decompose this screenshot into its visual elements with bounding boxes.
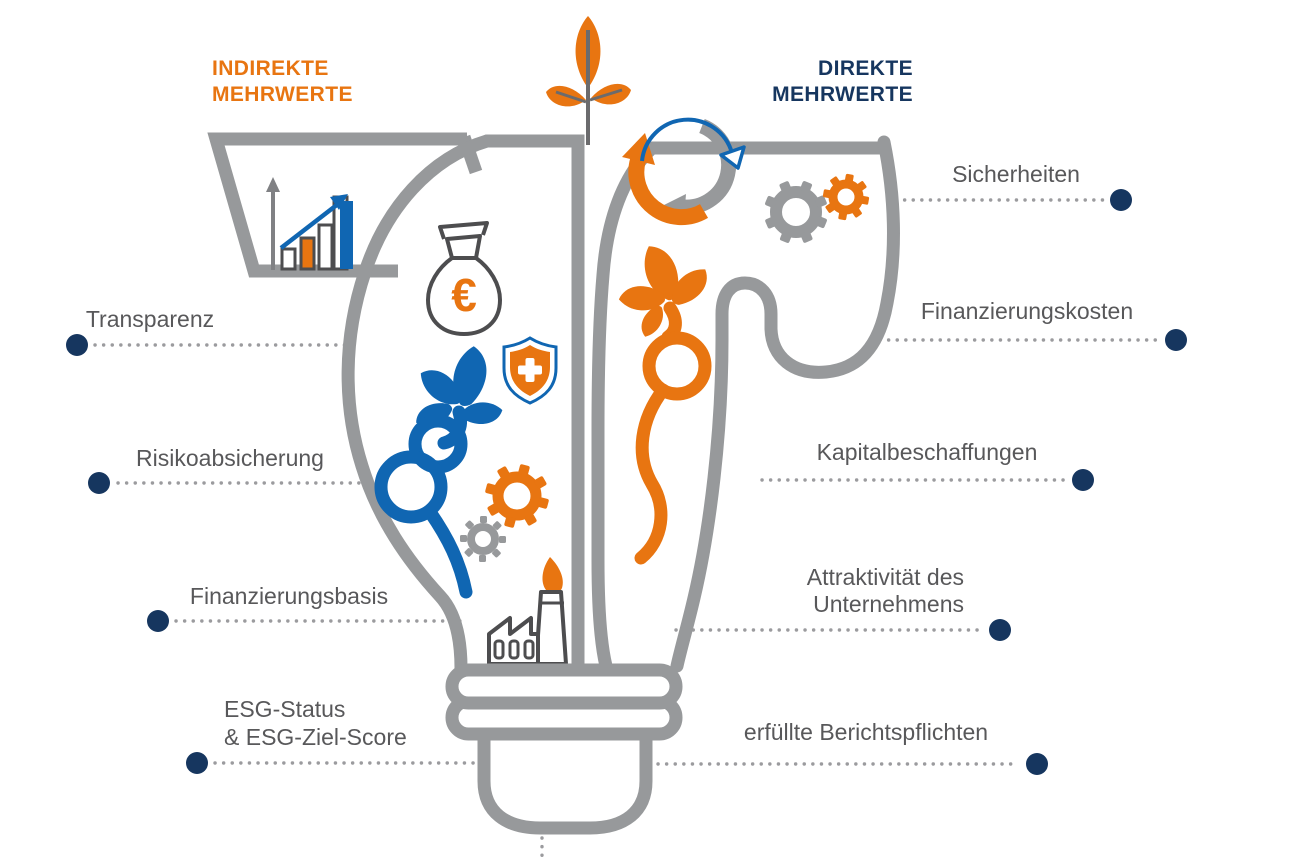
bulb-right-outer-and-hook — [670, 135, 900, 673]
label-sicherheiten: Sicherheiten — [926, 161, 1106, 188]
bulb-right-half — [591, 135, 900, 673]
flower-blue-icon — [374, 343, 504, 599]
growth-bar-chart-icon — [266, 177, 353, 271]
connector-dot-risikoabsicherung — [88, 472, 110, 494]
gear-ring — [770, 186, 822, 238]
cycle-arrow-blue-head — [719, 145, 746, 170]
label-transparenz: Transparenz — [60, 306, 240, 333]
connector-dot-finanzierungskosten — [1165, 329, 1187, 351]
chart-bar-3 — [317, 223, 334, 271]
gear-orange-small-icon — [822, 173, 870, 221]
bulb-left-outer-arc — [341, 134, 494, 675]
header-direkte-mehrwerte: DIREKTE MEHRWERTE — [713, 56, 913, 108]
chart-trend-arrow — [279, 202, 340, 250]
label-text: Unternehmens — [813, 591, 964, 617]
factory-flame — [542, 557, 563, 594]
factory-window-1 — [493, 639, 505, 660]
flower-orange-icon — [617, 243, 716, 565]
factory-flame-icon — [487, 557, 568, 666]
money-bag-neck — [445, 234, 482, 260]
gear-gray-small-icon — [460, 516, 506, 562]
label-attraktivitaet-des-unternehmens: Attraktivität des Unternehmens — [724, 564, 964, 618]
chart-bar-2 — [299, 236, 316, 271]
shield-cross-horizontal — [518, 365, 542, 375]
label-text: Finanzierungskosten — [920, 298, 1134, 324]
gear-teeth — [765, 181, 827, 243]
cycle-arrow-orange — [628, 157, 709, 226]
chart-axis-arrowhead — [266, 177, 280, 192]
money-bag-body — [426, 256, 502, 336]
bulb-screw-ring-1 — [445, 663, 683, 710]
money-bag-euro-icon: € — [426, 221, 502, 336]
header-line: MEHRWERTE — [772, 83, 913, 106]
bulb-left-half — [341, 134, 585, 675]
connector-dot-sicherheiten — [1110, 189, 1132, 211]
header-line: INDIREKTE — [212, 57, 329, 80]
shield-cross-icon — [502, 336, 558, 405]
flower-orange-stem — [634, 301, 712, 565]
connector-dot-esg — [186, 752, 208, 774]
gear-teeth — [485, 464, 549, 528]
gear-ring — [492, 471, 542, 521]
sprout-vein-right — [589, 88, 623, 102]
gear-teeth — [460, 516, 506, 562]
connector-dot-transparenz — [66, 334, 88, 356]
bulb-left-top-and-channel — [480, 134, 585, 671]
gear-ring — [467, 523, 499, 555]
label-finanzierungsbasis: Finanzierungsbasis — [169, 583, 409, 610]
cycle-arrows-icon — [622, 117, 746, 226]
sprout-vein-left — [555, 90, 587, 104]
cycle-arrow-gray — [683, 119, 737, 215]
label-text: ESG-Status — [224, 696, 346, 722]
label-text: Attraktivität des — [806, 564, 964, 590]
bulb-right-top-and-channel — [591, 141, 891, 673]
label-text: erfüllte Berichtspflichten — [743, 719, 989, 745]
label-text: & ESG-Ziel-Score — [224, 724, 407, 750]
leader-lines — [93, 198, 1160, 860]
sprout-plant-icon — [546, 16, 631, 145]
gear-gray-large-icon — [765, 181, 827, 243]
euro-symbol: € — [451, 269, 477, 321]
flower-blue-stem — [374, 405, 473, 599]
lightbulb-base — [445, 663, 683, 835]
connector-dots — [66, 189, 1187, 775]
header-indirekte-mehrwerte: INDIREKTE MEHRWERTE — [212, 56, 353, 108]
label-text: Risikoabsicherung — [136, 445, 324, 471]
header-line: MEHRWERTE — [212, 83, 353, 106]
connector-dot-attraktivitaet — [989, 619, 1011, 641]
label-text: Transparenz — [85, 306, 215, 332]
label-kapitalbeschaffungen: Kapitalbeschaffungen — [807, 439, 1047, 466]
label-text: Kapitalbeschaffungen — [816, 439, 1038, 465]
gear-ring — [828, 179, 864, 215]
label-esg-status-ziel-score: ESG-Status & ESG-Ziel-Score — [224, 695, 407, 751]
header-line: DIREKTE — [818, 57, 913, 80]
funnel-outline — [207, 132, 467, 278]
chart-trend-arrowhead — [330, 194, 348, 210]
cycle-arrow-blue — [640, 117, 734, 162]
gear-teeth — [822, 173, 870, 221]
bulb-base-cup — [477, 730, 653, 835]
label-risikoabsicherung: Risikoabsicherung — [110, 445, 350, 472]
connector-dot-berichtspflichten — [1026, 753, 1048, 775]
connector-dot-finanzierungsbasis — [147, 610, 169, 632]
chart-bar-1 — [280, 247, 297, 271]
chart-bar-4 — [340, 201, 353, 269]
label-erfuellte-berichtspflichten: erfüllte Berichtspflichten — [726, 719, 1006, 746]
label-text: Finanzierungsbasis — [189, 583, 389, 609]
label-text: Sicherheiten — [952, 161, 1080, 187]
factory-window-3 — [523, 639, 535, 660]
flower-orange-petals — [617, 243, 716, 340]
gear-orange-icon — [485, 464, 549, 528]
connector-dot-kapitalbeschaffungen — [1072, 469, 1094, 491]
factory-window-2 — [508, 639, 520, 660]
label-finanzierungskosten: Finanzierungskosten — [907, 298, 1147, 325]
